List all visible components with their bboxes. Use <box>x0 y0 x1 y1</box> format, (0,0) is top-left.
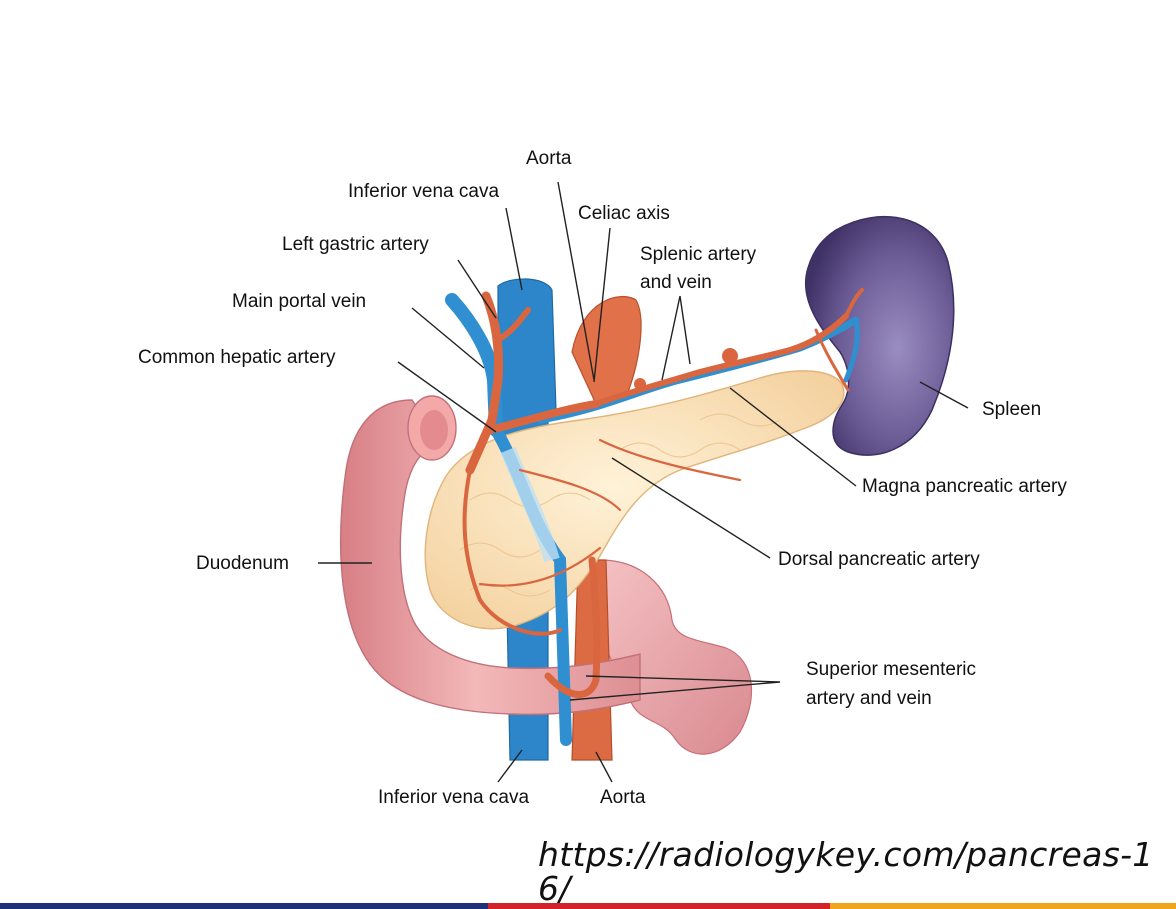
duodenum-lumen-inner <box>420 410 448 450</box>
label-dorsal-pancreatic-artery: Dorsal pancreatic artery <box>778 549 980 570</box>
pancreas-organ <box>424 370 845 630</box>
label-common-hepatic-artery: Common hepatic artery <box>138 347 336 368</box>
label-celiac-axis: Celiac axis <box>578 203 670 224</box>
label-ivc-top: Inferior vena cava <box>348 181 499 202</box>
label-magna-pancreatic-artery: Magna pancreatic artery <box>862 476 1067 497</box>
aorta-vessel <box>571 296 642 405</box>
label-aorta-top: Aorta <box>526 148 572 169</box>
label-left-gastric-artery: Left gastric artery <box>282 234 429 255</box>
label-sma-line-2: artery and vein <box>806 688 932 709</box>
duodenum-organ <box>339 399 641 716</box>
label-duodenum: Duodenum <box>196 553 289 574</box>
leader-lines <box>318 181 969 783</box>
footer-bar-red <box>488 903 830 909</box>
label-splenic-line-2: and vein <box>640 272 712 293</box>
label-sma-line-1: Superior mesenteric <box>806 659 976 680</box>
footer-bar-blue <box>0 903 488 909</box>
label-splenic-line-1: Splenic artery <box>640 244 757 265</box>
arterial-system <box>462 288 864 698</box>
label-spleen: Spleen <box>982 399 1041 420</box>
label-ivc-bottom: Inferior vena cava <box>378 787 529 808</box>
source-url: https://radiologykey.com/pancreas-16/ <box>538 835 1154 908</box>
spleen-organ <box>804 216 955 456</box>
footer-bar-yellow <box>830 903 1176 909</box>
label-main-portal-vein: Main portal vein <box>232 291 366 312</box>
label-aorta-bottom: Aorta <box>600 787 646 808</box>
pancreas-hidden-vein <box>500 447 560 563</box>
jejunum-loop <box>593 559 752 755</box>
